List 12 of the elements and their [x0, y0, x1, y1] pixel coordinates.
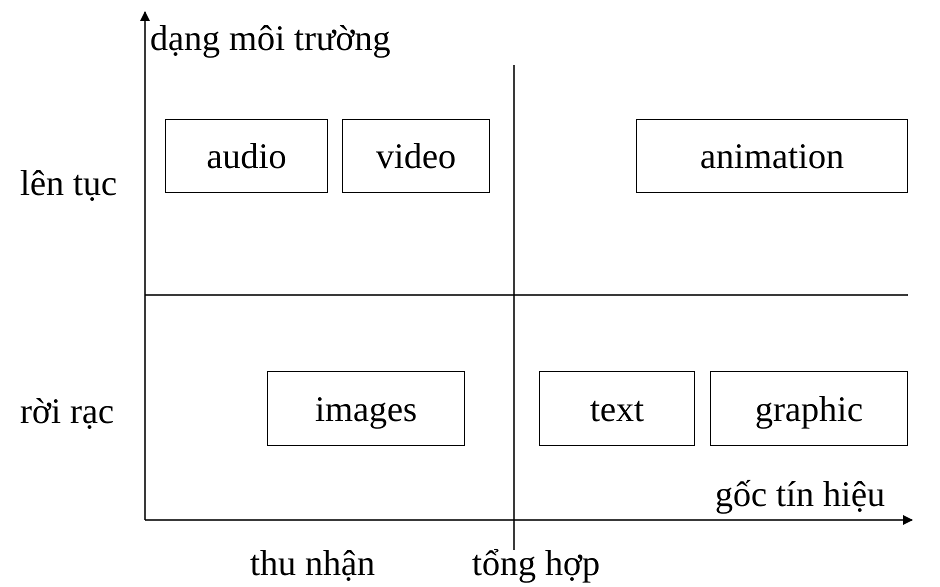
- media-type-box: graphic: [710, 371, 908, 446]
- axis-title: gốc tín hiệu: [715, 476, 885, 512]
- row-label: rời rạc: [20, 393, 114, 429]
- column-label: tổng hợp: [472, 545, 600, 581]
- media-type-box: text: [539, 371, 695, 446]
- media-type-box: audio: [165, 119, 328, 193]
- axis-title: dạng môi trường: [150, 20, 391, 56]
- media-type-box: animation: [636, 119, 908, 193]
- media-type-box: images: [267, 371, 465, 446]
- column-label: thu nhận: [250, 545, 375, 581]
- media-type-box: video: [342, 119, 490, 193]
- row-label: lên tục: [20, 165, 117, 201]
